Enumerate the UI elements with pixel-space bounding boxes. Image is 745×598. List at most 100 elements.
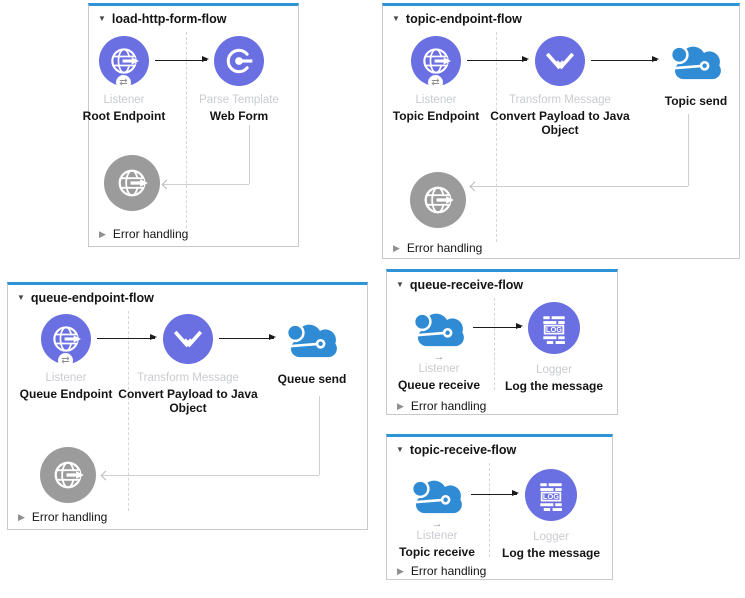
step-labels: Transform Message Convert Payload to Jav… (118, 372, 258, 415)
step-type-label: Listener (103, 94, 145, 106)
http-listener-icon (419, 44, 453, 78)
flow-arrow (155, 56, 209, 63)
transform-message-component[interactable] (163, 314, 213, 364)
step-type-label: Listener (45, 372, 87, 384)
error-handling-label: Error handling (406, 241, 483, 255)
error-handling-row[interactable]: ▶ Error handling (99, 227, 188, 241)
error-globe-icon (114, 165, 150, 201)
flow-header[interactable]: ▼ topic-receive-flow (396, 443, 516, 457)
step-name: Log the message (501, 546, 601, 560)
collapse-triangle-icon[interactable]: ▼ (17, 293, 25, 302)
collapse-triangle-icon[interactable]: ▼ (98, 14, 106, 23)
error-response-component[interactable] (410, 172, 466, 228)
step-type-label: Listener (415, 94, 457, 106)
error-handling-row[interactable]: ▶ Error handling (397, 399, 486, 413)
error-response-component[interactable] (40, 447, 96, 503)
source-process-divider (186, 32, 187, 228)
error-handling-label: Error handling (410, 399, 487, 413)
topic-send-component[interactable] (665, 39, 727, 83)
topic-receive-component[interactable] (406, 473, 468, 517)
step-labels: → Listener Topic receive (377, 518, 497, 559)
step-labels: Topic send (651, 94, 741, 108)
receive-arrow-icon: → (431, 518, 443, 530)
error-handling-row[interactable]: ▶ Error handling (393, 241, 482, 255)
step-labels: Transform Message Convert Payload to Jav… (490, 94, 630, 137)
logger-component[interactable]: LOG (525, 469, 577, 521)
step-labels: → Listener Queue receive (379, 351, 499, 392)
error-globe-icon (420, 182, 456, 218)
expand-triangle-icon[interactable]: ▶ (18, 512, 25, 522)
return-connector (319, 396, 320, 475)
step-labels: Parse Template Web Form (192, 94, 286, 123)
http-listener-icon (49, 322, 83, 356)
cloud-listener-icon (406, 473, 468, 517)
step-type-label: Listener (418, 363, 460, 375)
flow-header[interactable]: ▼ queue-receive-flow (396, 278, 523, 292)
flow-arrow (219, 334, 276, 341)
step-name: Topic send (664, 94, 728, 108)
error-handling-label: Error handling (31, 510, 108, 524)
flow-header[interactable]: ▼ topic-endpoint-flow (392, 12, 522, 26)
logger-component[interactable]: LOG (528, 302, 580, 354)
flow-topic-receive: ▼ topic-receive-flow → Listener Topic re… (386, 434, 613, 580)
step-labels: Logger Log the message (494, 364, 614, 393)
step-labels: Listener Topic Endpoint (381, 94, 491, 123)
transform-message-icon (171, 322, 205, 356)
cloud-listener-icon (408, 306, 470, 350)
source-process-divider (496, 32, 497, 242)
step-name: Queue receive (397, 378, 481, 392)
flow-title: queue-receive-flow (409, 278, 524, 292)
return-connector-arrow (471, 186, 688, 187)
step-labels: Listener Queue Endpoint (16, 372, 116, 401)
flow-arrow (591, 56, 659, 63)
flow-header[interactable]: ▼ queue-endpoint-flow (17, 291, 154, 305)
cloud-send-icon (281, 317, 343, 361)
transform-message-component[interactable] (535, 36, 585, 86)
flow-title: topic-endpoint-flow (405, 12, 522, 26)
expand-triangle-icon[interactable]: ▶ (99, 229, 106, 239)
collapse-triangle-icon[interactable]: ▼ (396, 280, 404, 289)
step-type-label: Logger (536, 364, 572, 376)
step-type-label: Transform Message (137, 372, 239, 384)
error-globe-icon (50, 457, 86, 493)
receive-arrow-icon: → (433, 351, 445, 363)
collapse-triangle-icon[interactable]: ▼ (396, 445, 404, 454)
error-response-component[interactable] (104, 155, 160, 211)
step-name: Queue send (277, 372, 347, 386)
step-labels: Queue send (267, 372, 357, 386)
expand-triangle-icon[interactable]: ▶ (393, 243, 400, 253)
step-name: Web Form (209, 109, 269, 123)
queue-receive-component[interactable] (408, 306, 470, 350)
parse-template-component[interactable] (214, 36, 264, 86)
expand-triangle-icon[interactable]: ▶ (397, 401, 404, 411)
transform-message-icon (543, 44, 577, 78)
flow-arrow (473, 323, 523, 330)
queue-send-component[interactable] (281, 317, 343, 361)
flow-queue-receive: ▼ queue-receive-flow → Listener Queue re… (386, 269, 618, 415)
expand-triangle-icon[interactable]: ▶ (397, 566, 404, 576)
flow-queue-endpoint: ▼ queue-endpoint-flow ⇄ Listener Queue E… (7, 282, 368, 530)
logger-icon: LOG (538, 312, 570, 344)
step-name: Convert Payload to Java Object (490, 109, 630, 137)
flow-arrow (467, 56, 529, 63)
svg-text:LOG: LOG (543, 492, 559, 501)
flow-arrow (471, 490, 519, 497)
svg-text:LOG: LOG (546, 325, 562, 334)
return-connector (688, 114, 689, 186)
collapse-triangle-icon[interactable]: ▼ (392, 14, 400, 23)
swap-badge-icon: ⇄ (428, 75, 443, 90)
step-name: Topic receive (399, 545, 475, 559)
http-listener-icon (107, 44, 141, 78)
flow-title: load-http-form-flow (111, 12, 227, 26)
error-handling-row[interactable]: ▶ Error handling (397, 564, 486, 578)
error-handling-label: Error handling (112, 227, 189, 241)
step-type-label: Transform Message (509, 94, 611, 106)
source-process-divider (494, 298, 495, 390)
logger-icon: LOG (535, 479, 567, 511)
cloud-send-icon (665, 39, 727, 83)
flow-header[interactable]: ▼ load-http-form-flow (98, 12, 226, 26)
error-handling-row[interactable]: ▶ Error handling (18, 510, 107, 524)
step-type-label: Parse Template (199, 94, 279, 106)
source-process-divider (489, 463, 490, 557)
